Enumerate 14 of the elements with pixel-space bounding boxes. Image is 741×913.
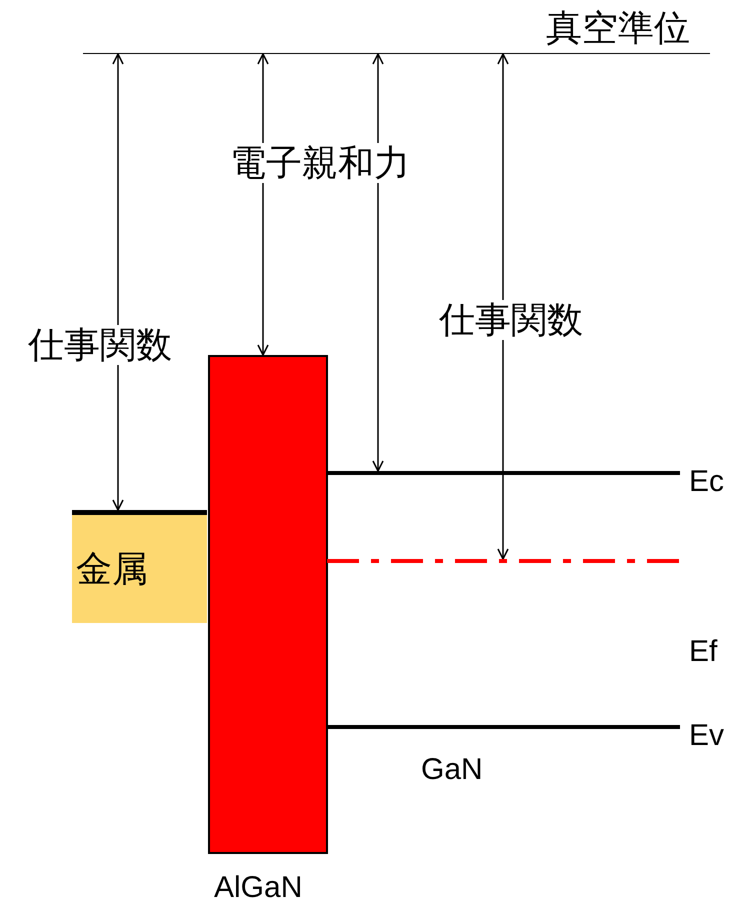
material-label: 金属: [76, 549, 148, 589]
level-label: Ec: [689, 465, 724, 499]
edge-label: 仕事関数: [26, 325, 174, 365]
level-label: 真空準位: [546, 8, 690, 48]
vacuum-level-line: [83, 8, 710, 54]
material-label: AlGaN: [214, 870, 302, 906]
material-label: GaN: [421, 752, 483, 788]
level-label: Ef: [689, 635, 718, 669]
double-arrow: [497, 53, 509, 560]
double-arrow: [112, 53, 124, 511]
edge-label: 仕事関数: [437, 300, 585, 340]
level-label: Ev: [689, 719, 724, 753]
metal-block: [72, 510, 207, 623]
double-arrow: [372, 53, 384, 472]
